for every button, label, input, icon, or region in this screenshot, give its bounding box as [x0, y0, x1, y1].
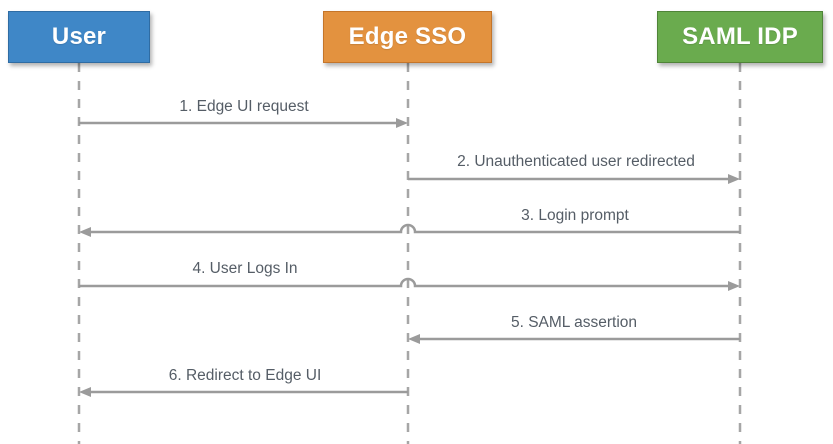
message-label-4: 4. User Logs In — [192, 260, 298, 277]
participant-label-user: User — [51, 23, 107, 50]
message-arrow-5[interactable] — [408, 334, 740, 344]
arrowhead-4 — [728, 281, 740, 291]
message-line-3 — [91, 223, 740, 234]
message-label-1: 1. Edge UI request — [179, 98, 309, 115]
arrowhead-6 — [79, 387, 91, 397]
participant-box-saml-idp[interactable]: SAML IDP — [657, 11, 823, 63]
participant-box-edge-sso[interactable]: Edge SSO — [323, 11, 492, 63]
arrowhead-5 — [408, 334, 420, 344]
message-label-6: 6. Redirect to Edge UI — [168, 367, 322, 384]
message-label-3: 3. Login prompt — [521, 207, 629, 224]
message-arrow-2[interactable] — [408, 174, 740, 184]
message-line-4 — [79, 277, 728, 288]
message-arrow-3[interactable] — [79, 223, 740, 237]
participant-label-edge-sso: Edge SSO — [348, 23, 467, 50]
arrowhead-3 — [79, 227, 91, 237]
arrowhead-1 — [396, 118, 408, 128]
participant-label-saml-idp: SAML IDP — [682, 23, 798, 50]
participant-box-user[interactable]: User — [8, 11, 150, 63]
message-label-5: 5. SAML assertion — [510, 314, 638, 331]
message-arrow-6[interactable] — [79, 387, 408, 397]
message-arrow-4[interactable] — [79, 277, 740, 291]
arrowhead-2 — [728, 174, 740, 184]
message-label-2: 2. Unauthenticated user redirected — [457, 153, 695, 170]
message-arrow-1[interactable] — [79, 118, 408, 128]
